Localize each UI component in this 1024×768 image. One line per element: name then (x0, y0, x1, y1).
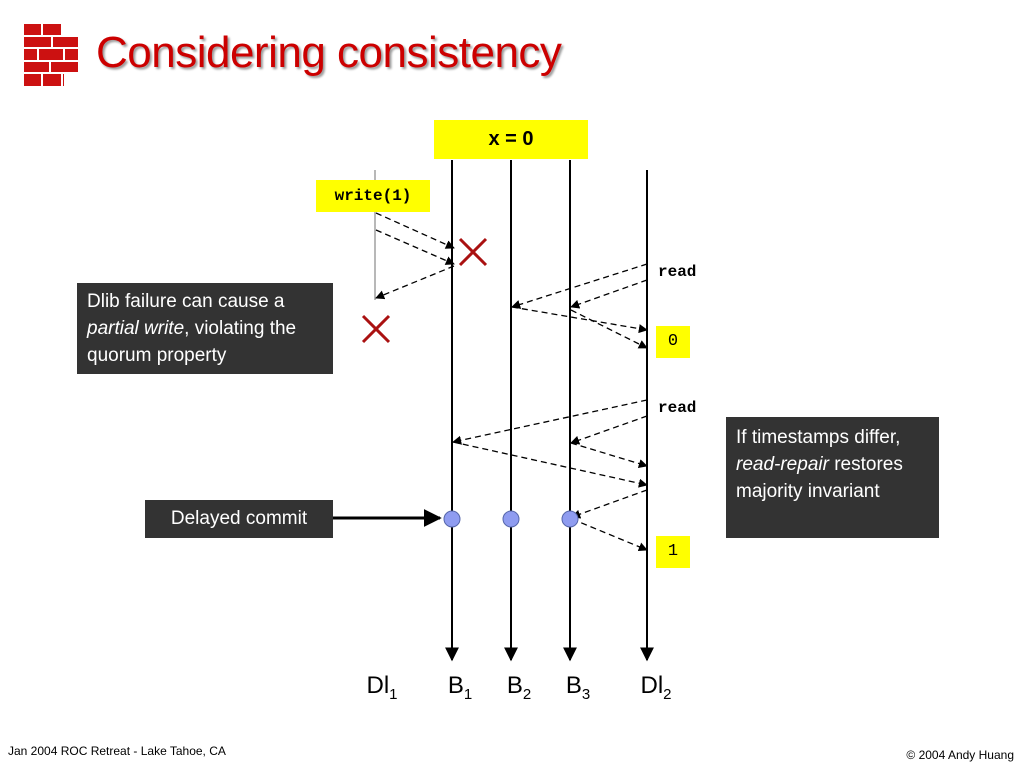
read2-resp-b1 (452, 441, 648, 488)
footer-event: Jan 2004 ROC Retreat - Lake Tahoe, CA (8, 744, 226, 758)
commit-dot-b3 (561, 510, 579, 528)
write-ack (375, 265, 455, 300)
read1-req-b2 (511, 263, 648, 309)
slide-title: Considering consistency (96, 28, 562, 77)
read1-resp-b2 (511, 306, 648, 334)
read-result-box: 1 (656, 536, 690, 568)
commit-dot-b1 (443, 510, 461, 528)
brick-logo-icon (24, 24, 78, 86)
failure-x-icon (361, 314, 391, 344)
write-msg-b2 (375, 229, 455, 265)
process-label-b2: B2 (506, 672, 532, 703)
read1-req-b3 (570, 279, 648, 309)
delayed-commit-note: Delayed commit (145, 500, 333, 538)
process-label-b1: B1 (447, 672, 473, 703)
repair-to-dl2 (571, 518, 648, 552)
read2-req-b3 (570, 415, 648, 445)
read-repair-note: If timestamps differ, read-repair restor… (726, 417, 939, 538)
read-label: read (658, 263, 697, 281)
failure-x-icon (458, 237, 488, 267)
footer-copyright: © 2004 Andy Huang (906, 748, 1014, 762)
commit-dot-b2 (502, 510, 520, 528)
read2-resp-b3 (570, 442, 648, 468)
read-result-box: 0 (656, 326, 690, 358)
write-op-box: write(1) (316, 180, 430, 212)
partial-write-note: Dlib failure can cause a partial write, … (77, 283, 333, 374)
initial-state-box: x = 0 (434, 120, 588, 159)
read2-req-b1 (452, 399, 648, 445)
process-label-b3: B3 (565, 672, 591, 703)
write-msg-b1 (375, 212, 455, 249)
read1-resp-b3 (570, 309, 648, 349)
read-label: read (658, 399, 697, 417)
process-label-dl1: Dl1 (366, 672, 398, 703)
process-label-dl2: Dl2 (640, 672, 672, 703)
repair-to-b3 (571, 489, 648, 519)
